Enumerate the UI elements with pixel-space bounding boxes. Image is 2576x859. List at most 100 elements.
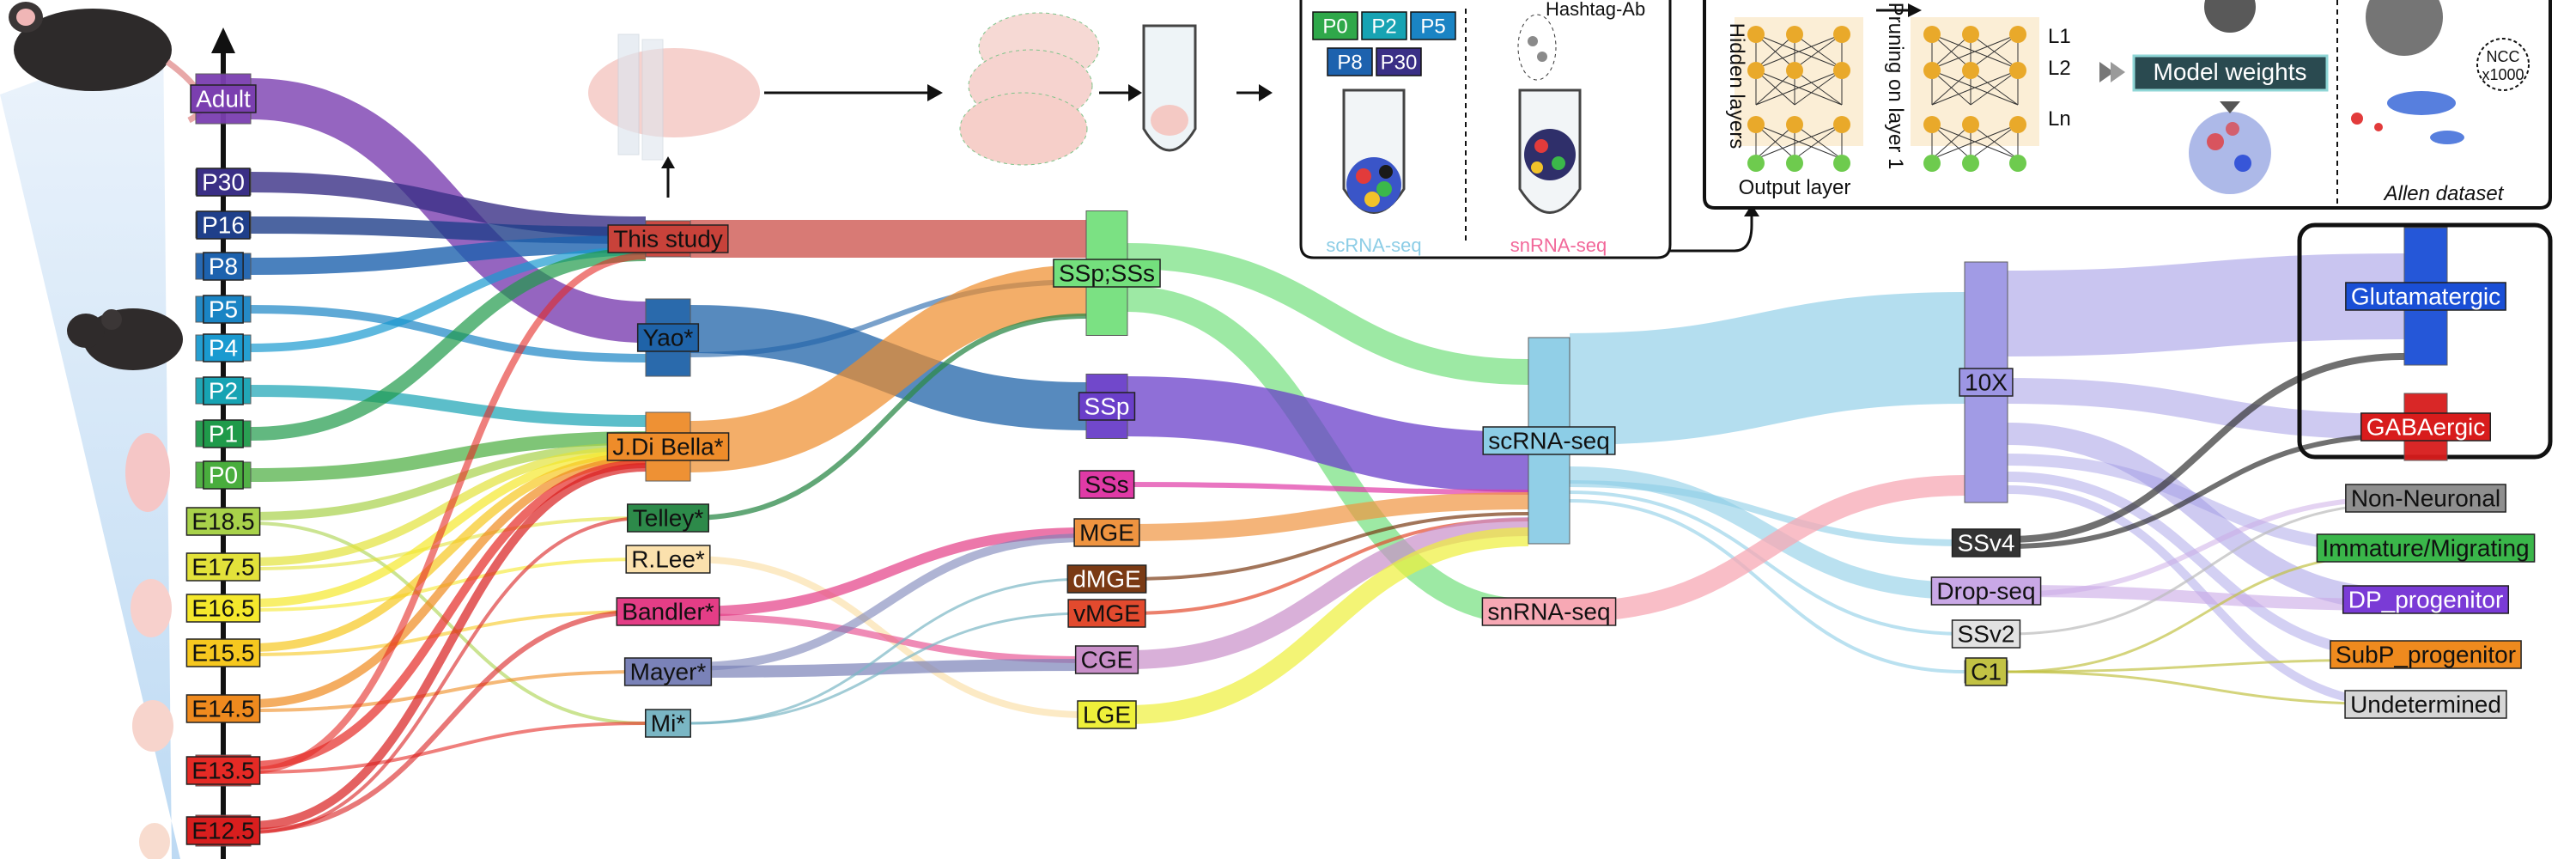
studies-label-4-box bbox=[625, 545, 711, 574]
regions-label-0-box bbox=[1053, 259, 1161, 288]
nn-node bbox=[1962, 26, 1979, 43]
sample-tag-2: P5 bbox=[1420, 15, 1445, 39]
ages-label-4: P5 bbox=[209, 296, 238, 323]
embryo-icon bbox=[125, 433, 173, 859]
nn-edge bbox=[1970, 34, 2019, 70]
brain-slices-icon bbox=[959, 12, 1100, 166]
ages-label-14: E13.5 bbox=[191, 758, 254, 784]
flow-link bbox=[690, 613, 1087, 663]
studies-label-7-box bbox=[645, 709, 691, 738]
snrna-inset-label: snRNA-seq bbox=[1510, 235, 1607, 256]
nn-node bbox=[1747, 62, 1765, 79]
classes-label-2: Non-Neuronal bbox=[2351, 485, 2500, 512]
nn-output-node bbox=[1786, 155, 1803, 172]
nn-edge bbox=[1970, 70, 2019, 106]
flow-link bbox=[1127, 517, 1529, 669]
studies-label-2: J.Di Bella* bbox=[612, 434, 723, 460]
ages-label-5: P4 bbox=[209, 335, 238, 362]
classes-label-3-box bbox=[2316, 533, 2536, 563]
nn-output-node bbox=[2009, 155, 2026, 172]
flow-link bbox=[2007, 670, 2405, 706]
ages-label-9-box bbox=[185, 507, 261, 536]
ages-label-6-box bbox=[203, 376, 244, 405]
ages-label-11-box bbox=[185, 594, 261, 623]
ages-label-15: E12.5 bbox=[191, 818, 254, 844]
ages-label-12-box bbox=[185, 638, 261, 667]
flow-link bbox=[2007, 496, 2405, 597]
ages-label-6: P2 bbox=[209, 378, 238, 405]
studies-label-5: Bandler* bbox=[622, 599, 714, 625]
model-weights-box bbox=[2132, 54, 2329, 92]
classes-label-3: Immature/Migrating bbox=[2322, 535, 2529, 562]
ages-label-2-box bbox=[196, 210, 251, 240]
regions-label-4-box bbox=[1066, 564, 1147, 594]
ages-label-0-box bbox=[190, 84, 257, 113]
flow-link bbox=[2007, 502, 2405, 636]
platforms-label-2: Drop-seq bbox=[1936, 578, 2035, 605]
ages-label-4-box bbox=[203, 295, 244, 324]
flow-link bbox=[1127, 376, 1529, 492]
nn-edge bbox=[1755, 70, 1843, 106]
flow-link bbox=[2007, 378, 2405, 440]
flow-link bbox=[250, 247, 647, 441]
workflow-arrow-1-head-icon bbox=[927, 84, 943, 101]
ncc-badge bbox=[2476, 38, 2530, 91]
studies-label-4: R.Lee* bbox=[631, 546, 705, 573]
classes-label-1-box bbox=[2360, 412, 2491, 442]
ages-label-2: P16 bbox=[202, 212, 245, 239]
flow-link bbox=[250, 216, 647, 244]
ages-label-0: Adult bbox=[196, 86, 251, 113]
layer-label-l2: L2 bbox=[2048, 57, 2071, 80]
nn-edge bbox=[1970, 124, 2019, 160]
brain-icon bbox=[588, 34, 760, 198]
ages-label-10-box bbox=[185, 552, 261, 582]
nn-node bbox=[1786, 62, 1803, 79]
model-arrow-icon-2 bbox=[2111, 62, 2125, 82]
flow-link bbox=[250, 456, 647, 708]
classes-label-5-box bbox=[2330, 640, 2522, 669]
flow-link bbox=[250, 305, 647, 362]
flow-link bbox=[250, 609, 647, 833]
sankey-nodes: AdultP30P16P8P5P4P2P1P0E18.5E17.5E16.5E1… bbox=[185, 73, 2536, 847]
flow-link bbox=[250, 431, 647, 482]
studies-label-1: Yao* bbox=[643, 325, 694, 351]
flow-link bbox=[250, 722, 647, 774]
nn-edge bbox=[1931, 34, 1971, 70]
flow-link bbox=[250, 449, 647, 607]
sample-tag-1: P2 bbox=[1371, 15, 1396, 39]
ages-label-9: E18.5 bbox=[191, 509, 254, 535]
studies-label-7: Mi* bbox=[651, 710, 686, 737]
regions-label-3-box bbox=[1073, 518, 1140, 547]
ages-label-7: P1 bbox=[209, 421, 238, 448]
age-gradient-wedge bbox=[0, 34, 180, 859]
nn-node bbox=[1833, 26, 1850, 43]
allen-umap-icon bbox=[2351, 0, 2464, 144]
ages-label-12: E15.5 bbox=[191, 640, 254, 667]
regions-label-0: SSp;SSs bbox=[1059, 260, 1155, 287]
platforms-label-2-box bbox=[1930, 576, 2042, 606]
nn-node bbox=[1962, 62, 1979, 79]
sample-tag-3: P8 bbox=[1337, 52, 1362, 75]
flow-link bbox=[690, 265, 1087, 472]
flow-link bbox=[690, 533, 1087, 671]
assays-label-0: scRNA-seq bbox=[1488, 428, 1610, 454]
flow-link bbox=[1569, 499, 1965, 673]
studies-label-0: This study bbox=[613, 226, 723, 253]
flow-link bbox=[1127, 243, 1529, 385]
flow-link bbox=[1569, 292, 1965, 445]
flow-link bbox=[1127, 527, 1529, 724]
nn-output-node bbox=[1833, 155, 1850, 172]
flow-link bbox=[1127, 482, 1529, 495]
regions-label-6-box bbox=[1074, 645, 1139, 674]
flow-link bbox=[690, 612, 1087, 725]
studies-label-6: Mayer* bbox=[630, 659, 707, 685]
ncc-multiplier: x1000 bbox=[2482, 66, 2524, 83]
inset-connector-arrow-icon bbox=[1744, 204, 1759, 216]
regions-label-2: SSs bbox=[1084, 472, 1128, 498]
regions-label-3: MGE bbox=[1079, 520, 1134, 546]
platforms-label-0: 10X bbox=[1965, 369, 2008, 396]
ages-label-7-box bbox=[203, 419, 244, 448]
ages-label-10: E17.5 bbox=[191, 554, 254, 581]
regions-label-4: dMGE bbox=[1072, 566, 1140, 593]
